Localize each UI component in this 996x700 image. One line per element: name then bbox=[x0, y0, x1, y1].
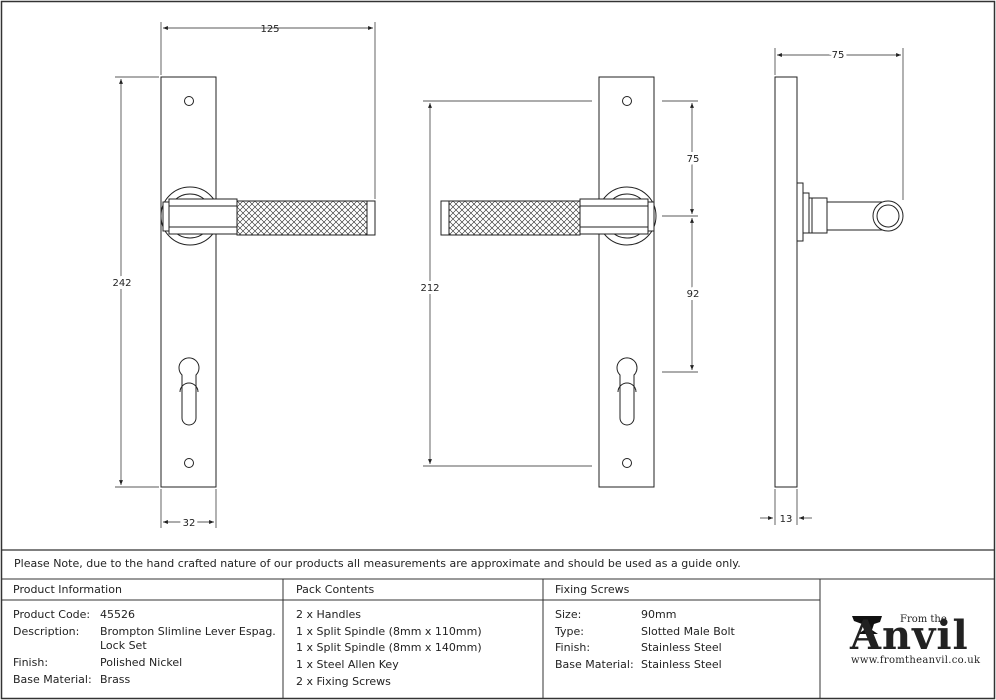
side-view-dimensions bbox=[760, 48, 904, 525]
product-info-header: Product Information bbox=[13, 583, 122, 596]
lever-end-cap-middle bbox=[647, 201, 655, 232]
side-neck bbox=[808, 197, 828, 234]
keyhole-inner-middle bbox=[617, 382, 637, 393]
screw-type-value: Slotted Male Bolt bbox=[641, 625, 735, 638]
logo-url: www.fromtheanvil.co.uk bbox=[851, 655, 981, 666]
base-material-label: Base Material: bbox=[13, 673, 92, 686]
knurled-grip-left bbox=[236, 200, 368, 236]
dim-label-75-vertical: 75 bbox=[687, 154, 700, 165]
dim-label-92: 92 bbox=[687, 289, 700, 300]
pack-item: 1 x Steel Allen Key bbox=[296, 658, 399, 671]
logo-from-text: From the bbox=[900, 614, 947, 625]
lever-tip-left bbox=[366, 200, 376, 236]
measurement-note: Please Note, due to the hand crafted nat… bbox=[14, 557, 741, 570]
screw-hole-bottom-middle bbox=[622, 458, 632, 468]
screw-material-label: Base Material: bbox=[555, 658, 634, 671]
screw-material-value: Stainless Steel bbox=[641, 658, 722, 671]
dim-label-125: 125 bbox=[260, 24, 279, 35]
pack-item: 2 x Handles bbox=[296, 608, 362, 621]
dim-label-212: 212 bbox=[420, 283, 439, 294]
dim-label-13: 13 bbox=[780, 514, 793, 525]
screw-hole-bottom-left bbox=[184, 458, 194, 468]
side-rose-base bbox=[796, 182, 804, 242]
pack-contents-header: Pack Contents bbox=[296, 583, 375, 596]
dim-label-side-75: 75 bbox=[832, 50, 845, 61]
pack-item: 1 x Split Spindle (8mm x 110mm) bbox=[296, 625, 482, 638]
side-view bbox=[774, 76, 904, 488]
euro-cylinder-cutout-left bbox=[178, 357, 200, 426]
front-view-middle-dimensions bbox=[423, 100, 698, 467]
lever-neck-left bbox=[168, 198, 238, 235]
front-view-left bbox=[160, 76, 376, 488]
keyhole-inner-left bbox=[179, 382, 199, 393]
screw-hole-top-left bbox=[184, 96, 194, 106]
screw-size-label: Size: bbox=[555, 608, 582, 621]
finish-value: Polished Nickel bbox=[100, 656, 183, 669]
product-code-value: 45526 bbox=[100, 608, 135, 621]
lever-end-cap-left bbox=[162, 201, 170, 232]
description-value: Brompton Slimline Lever Espag. bbox=[100, 625, 276, 638]
anvil-logo-icon bbox=[852, 616, 882, 634]
description-label: Description: bbox=[13, 625, 80, 638]
screw-hole-top-middle bbox=[622, 96, 632, 106]
description-value-line2: Lock Set bbox=[100, 639, 147, 652]
dim-label-32: 32 bbox=[183, 518, 196, 529]
logo-name: Anvil bbox=[850, 612, 969, 659]
screw-finish-value: Stainless Steel bbox=[641, 641, 722, 654]
lever-neck-middle bbox=[579, 198, 649, 235]
product-code-label: Product Code: bbox=[13, 608, 91, 621]
pack-item: 1 x Split Spindle (8mm x 140mm) bbox=[296, 641, 482, 654]
fixing-screws-header: Fixing Screws bbox=[555, 583, 630, 596]
euro-cylinder-cutout-middle bbox=[616, 357, 638, 426]
base-material-value: Brass bbox=[100, 673, 131, 686]
front-view-middle bbox=[440, 76, 657, 488]
side-backplate bbox=[774, 76, 798, 488]
lever-tip-middle bbox=[440, 200, 450, 236]
backplate-middle bbox=[598, 76, 655, 488]
side-lever-end-inner bbox=[876, 204, 900, 228]
screw-finish-label: Finish: bbox=[555, 641, 591, 654]
pack-item: 2 x Fixing Screws bbox=[296, 675, 391, 688]
finish-label: Finish: bbox=[13, 656, 49, 669]
screw-size-value: 90mm bbox=[641, 608, 677, 621]
front-view-left-dimensions bbox=[115, 22, 376, 528]
side-rose-collar bbox=[802, 192, 810, 234]
backplate-left bbox=[160, 76, 217, 488]
screw-type-label: Type: bbox=[555, 625, 584, 638]
dim-label-242: 242 bbox=[112, 278, 131, 289]
knurled-grip-middle bbox=[448, 200, 581, 236]
